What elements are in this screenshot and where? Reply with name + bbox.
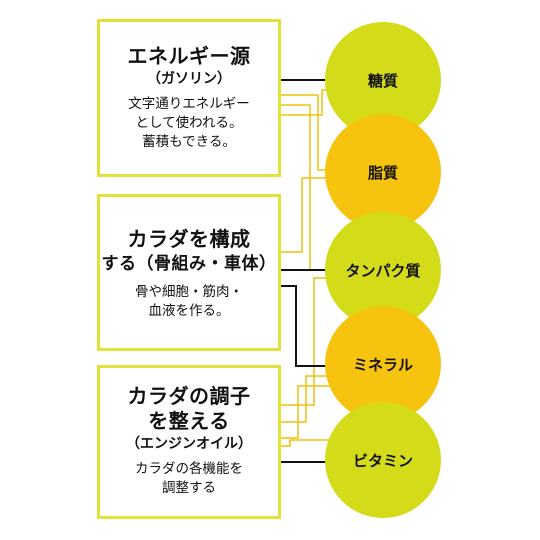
role-box-energy: エネルギー源 （ガソリン） 文字通りエネルギー として使われる。 蓄積もできる。 bbox=[97, 19, 281, 177]
description-line: 骨や細胞・筋肉・ bbox=[135, 284, 243, 300]
description-line: 文字通りエネルギー bbox=[128, 96, 250, 112]
title-line: カラダを構成 bbox=[127, 227, 251, 251]
role-description: カラダの各機能を 調整する bbox=[100, 460, 278, 498]
connector-fat-to-body bbox=[267, 177, 330, 256]
description-line: 調整する bbox=[162, 480, 216, 496]
connector-mineral-to-regulate bbox=[267, 375, 330, 426]
connector-fat-to-energy bbox=[267, 91, 330, 171]
role-subtitle: （エンジンオイル） bbox=[126, 436, 252, 452]
arrow-mineral-to-body bbox=[267, 282, 332, 367]
connector-protein-to-regulate bbox=[267, 277, 330, 409]
role-subtitle: （ガソリン） bbox=[147, 71, 231, 87]
title-line: する（骨組み・車体） bbox=[101, 254, 277, 274]
title-line: を整える bbox=[148, 409, 230, 433]
title-line: カラダの調子 bbox=[127, 384, 251, 408]
nutrient-mineral: ミネラル bbox=[325, 306, 441, 422]
role-box-regulation: カラダの調子 を整える （エンジンオイル） カラダの各機能を 調整する bbox=[97, 365, 281, 519]
role-description: 文字通りエネルギー として使われる。 蓄積もできる。 bbox=[100, 95, 278, 152]
description-line: カラダの各機能を bbox=[135, 461, 243, 477]
role-title: カラダの調子 を整える bbox=[100, 384, 278, 434]
connector-mineral-to-regulate-2 bbox=[267, 385, 330, 442]
nutrient-fat: 脂質 bbox=[325, 114, 441, 230]
description-line: 蓄積もできる。 bbox=[142, 134, 236, 150]
role-title: エネルギー源 bbox=[127, 44, 251, 68]
description-line: 血液を作る。 bbox=[148, 303, 230, 319]
role-title: カラダを構成 する（骨組み・車体） bbox=[100, 227, 278, 277]
description-line: として使われる。 bbox=[135, 115, 243, 131]
nutrient-vitamin: ビタミン bbox=[325, 402, 441, 518]
role-description: 骨や細胞・筋肉・ 血液を作る。 bbox=[100, 283, 278, 321]
role-box-body-building: カラダを構成 する（骨組み・車体） 骨や細胞・筋肉・ 血液を作る。 bbox=[97, 194, 281, 351]
